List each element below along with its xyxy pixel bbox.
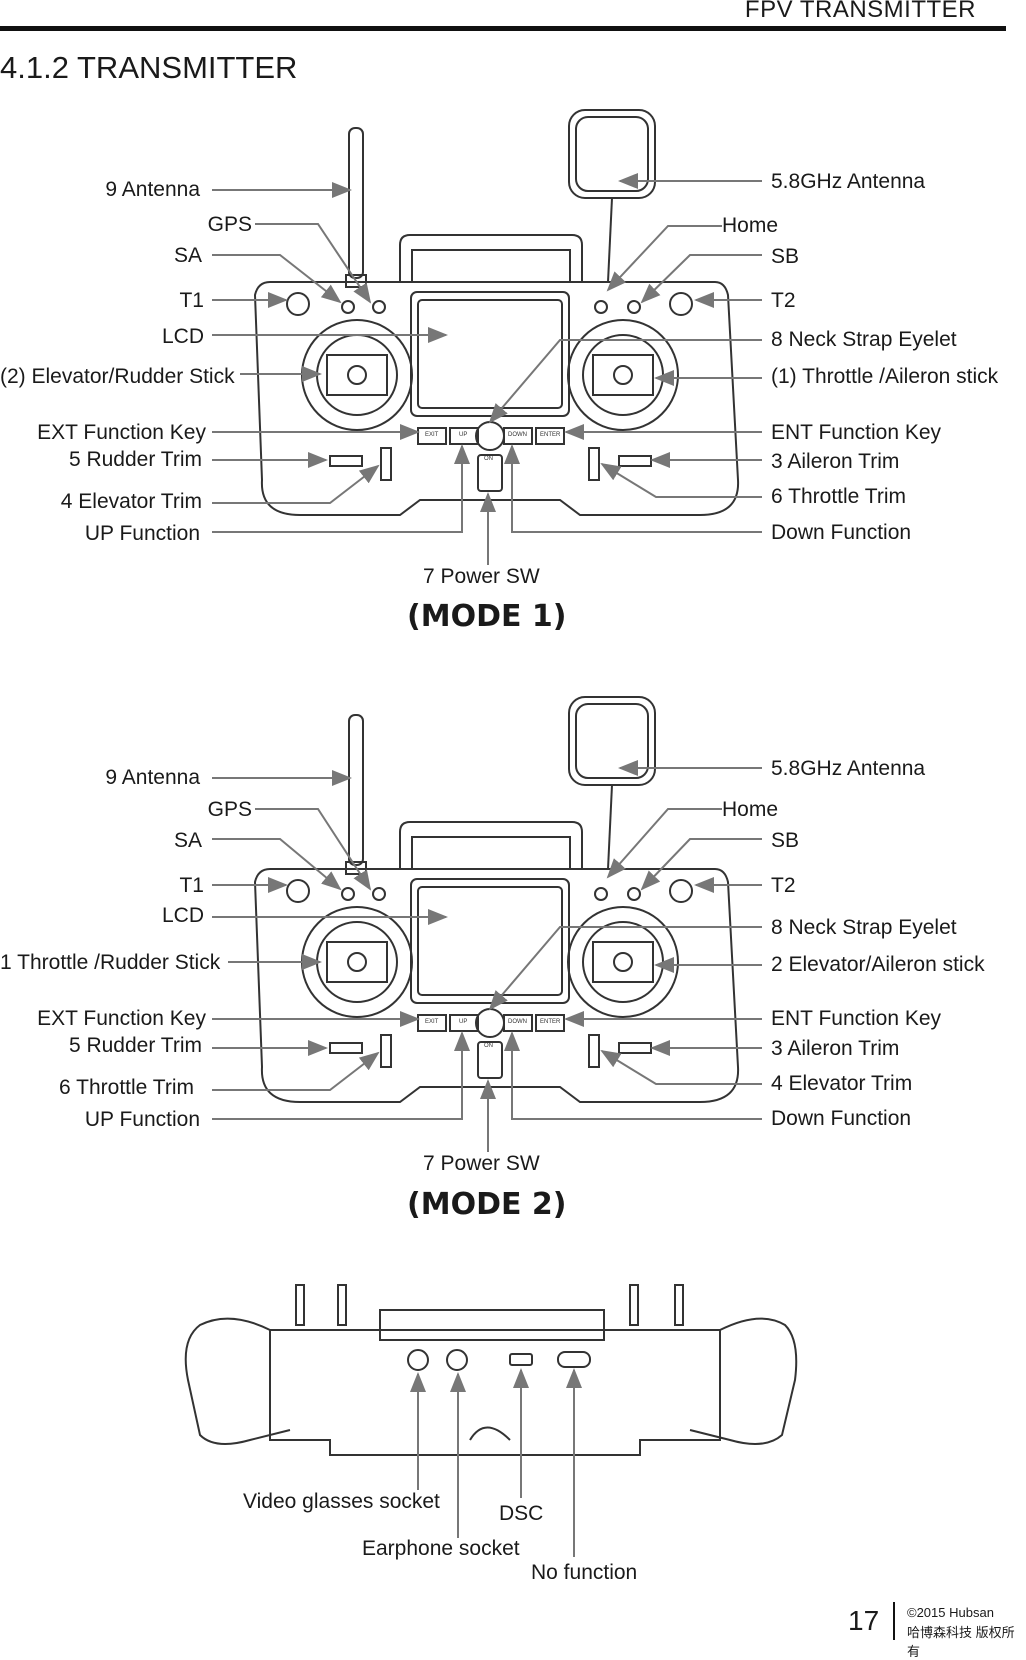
video-glasses-socket-label: Video glasses socket: [243, 1490, 440, 1513]
mode1-caption: (MODE 1): [407, 599, 567, 634]
m2-rudder-trim-label: 5 Rudder Trim: [68, 1034, 202, 1057]
m2-t1-label: T1: [179, 874, 204, 897]
m1-aileron-trim-label: 3 Aileron Trim: [771, 450, 900, 473]
m2-right-trim-label: 4 Elevator Trim: [771, 1072, 913, 1095]
m1-t1-label: T1: [179, 289, 204, 312]
earphone-socket-label: Earphone socket: [362, 1537, 520, 1560]
m2-right-stick-label: 2 Elevator/Aileron stick: [771, 953, 985, 976]
transmitter-front-view: [253, 696, 740, 1103]
m1-left-trim-label: 4 Elevator Trim: [60, 490, 202, 513]
up-key-text: UP: [459, 1019, 467, 1025]
m1-58ghz-label: 5.8GHz Antenna: [771, 170, 926, 193]
m1-neck-label: 8 Neck Strap Eyelet: [771, 328, 957, 351]
m2-up-label: UP Function: [84, 1108, 200, 1131]
keys-text: EXIT UP DOWN ENTER ON: [425, 1019, 561, 1049]
m1-right-stick-label: (1) Throttle /Aileron stick: [771, 365, 999, 388]
m2-left-stick-label: 1 Throttle /Rudder Stick: [0, 951, 221, 974]
on-key-text: ON: [484, 456, 493, 462]
enter-key-text: ENTER: [540, 1019, 561, 1025]
m1-gps-label: GPS: [207, 213, 252, 236]
keys-text: EXIT UP DOWN ENTER ON: [425, 432, 561, 462]
m2-t2-label: T2: [771, 874, 796, 897]
m2-sb-label: SB: [771, 829, 800, 852]
no-function-label: No function: [531, 1561, 638, 1584]
page-number: 17: [848, 1605, 880, 1636]
m2-home-label: Home: [722, 798, 779, 821]
mode2-transmitter-drawing: EXIT UP DOWN ENTER ON: [212, 696, 762, 1152]
m2-58ghz-label: 5.8GHz Antenna: [771, 757, 926, 780]
mode2-caption: (MODE 2): [407, 1187, 567, 1222]
m1-right-trim-label: 6 Throttle Trim: [771, 485, 906, 508]
m2-aileron-trim-label: 3 Aileron Trim: [771, 1037, 900, 1060]
m1-lcd-label: LCD: [161, 325, 204, 348]
m2-power-label: 7 Power SW: [423, 1152, 540, 1175]
m2-sa-label: SA: [173, 829, 202, 852]
section-title: 4.1.2 TRANSMITTER: [0, 50, 298, 85]
m1-ext-label: EXT Function Key: [37, 421, 206, 444]
enter-key-text: ENTER: [540, 432, 561, 438]
m1-ent-label: ENT Function Key: [771, 421, 942, 444]
dsc-label: DSC: [499, 1502, 544, 1525]
m2-lcd-label: LCD: [161, 904, 204, 927]
m1-sa-label: SA: [173, 244, 202, 267]
mode1-leader-lines: [212, 173, 762, 565]
bottom-leader-lines: [410, 1368, 582, 1557]
m1-left-stick-label: (2) Elevator/Rudder Stick: [0, 365, 235, 388]
header-rule: [0, 26, 1006, 31]
m1-up-label: UP Function: [84, 522, 200, 545]
transmitter-front-view: [253, 109, 740, 516]
down-key-text: DOWN: [508, 432, 527, 438]
mode2-leader-lines: [212, 760, 762, 1152]
footer-divider: [893, 1602, 895, 1640]
m1-power-label: 7 Power SW: [423, 565, 540, 588]
m2-antenna-label: 9 Antenna: [105, 766, 200, 789]
copyright-text: ©2015 Hubsan: [907, 1605, 994, 1620]
m2-down-label: Down Function: [771, 1107, 912, 1130]
down-key-text: DOWN: [508, 1019, 527, 1025]
m1-down-label: Down Function: [771, 521, 912, 544]
mode1-transmitter-drawing: EXIT UP DOWN ENTER ON: [212, 109, 762, 565]
m1-antenna-label: 9 Antenna: [105, 178, 200, 201]
m1-t2-label: T2: [771, 289, 796, 312]
m2-left-trim-label: 6 Throttle Trim: [59, 1076, 194, 1099]
transmitter-bottom-view: [184, 1284, 798, 1456]
m2-ext-label: EXT Function Key: [37, 1007, 206, 1030]
exit-key-text: EXIT: [425, 1019, 439, 1025]
exit-key-text: EXIT: [425, 432, 439, 438]
company-chinese-text: 哈博森科技 版权所有: [907, 1625, 1015, 1659]
on-key-text: ON: [484, 1043, 493, 1049]
m1-home-label: Home: [722, 214, 779, 237]
m2-ent-label: ENT Function Key: [771, 1007, 942, 1030]
m2-neck-label: 8 Neck Strap Eyelet: [771, 916, 957, 939]
running-header: FPV TRANSMITTER: [744, 0, 976, 23]
m2-gps-label: GPS: [207, 798, 252, 821]
m1-rudder-trim-label: 5 Rudder Trim: [68, 448, 202, 471]
m1-sb-label: SB: [771, 245, 800, 268]
up-key-text: UP: [459, 432, 467, 438]
